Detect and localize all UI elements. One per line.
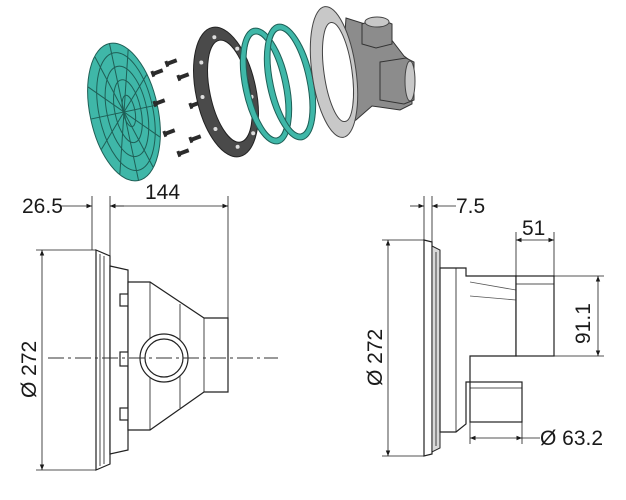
exploded-view xyxy=(87,6,416,182)
front-view-dimensions: 26.5 144 Ø 272 xyxy=(18,181,229,471)
side-view xyxy=(423,239,555,457)
side-outlet-length-label: 51 xyxy=(522,217,545,240)
side-flange-thickness-label: 7.5 xyxy=(456,195,485,218)
housing xyxy=(309,6,416,138)
side-diameter-label: Ø 272 xyxy=(364,329,387,386)
front-body-length-label: 144 xyxy=(145,181,180,204)
side-outlet-height-label: 91.1 xyxy=(572,303,595,344)
side-view-dimensions: 7.5 51 91.1 Ø 272 Ø 63.2 xyxy=(364,195,604,457)
flange-ring xyxy=(193,26,259,158)
grille-cover xyxy=(87,42,161,182)
front-diameter-label: Ø 272 xyxy=(18,341,41,398)
side-pipe-diameter-label: Ø 63.2 xyxy=(540,427,603,450)
front-view xyxy=(48,249,278,471)
front-flange-thickness-label: 26.5 xyxy=(22,195,63,218)
